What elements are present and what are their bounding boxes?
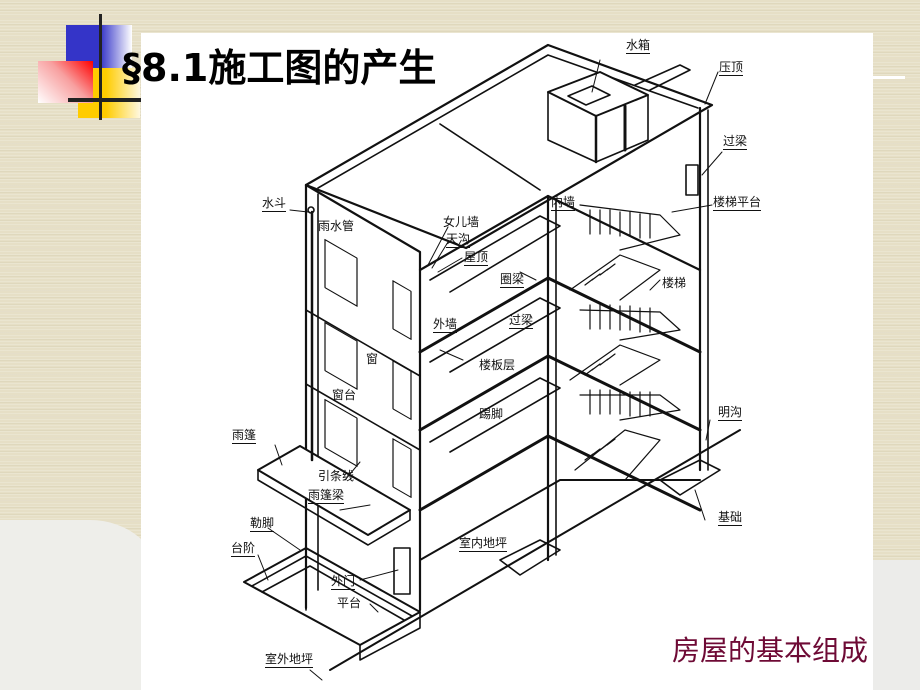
label-roof: 屋顶: [464, 250, 489, 266]
label-lintel-top: 过梁: [723, 134, 748, 150]
label-outdoor-ground: 室外地坪: [265, 652, 314, 668]
diagram-caption: 房屋的基本组成: [672, 634, 869, 667]
label-lintel-mid: 过梁: [509, 313, 534, 329]
label-coping: 压顶: [719, 60, 744, 76]
label-water-tank: 水箱: [626, 38, 651, 54]
label-indoor-floor: 室内地坪: [459, 536, 508, 552]
label-parapet: 女儿墙: [443, 215, 480, 229]
label-skirting: 踢脚: [479, 407, 504, 421]
label-platform: 平台: [337, 596, 362, 610]
label-inner-wall: 内墙: [551, 195, 576, 211]
logo-red-square: [38, 61, 93, 103]
logo-horizontal-line: [68, 98, 142, 102]
label-gutter: 天沟: [446, 232, 471, 248]
label-outer-door: 外门: [331, 574, 356, 590]
title-rule: [873, 76, 905, 79]
building-drawing: [243, 43, 741, 681]
label-downpipe: 雨水管: [318, 219, 355, 233]
label-window-sill: 窗台: [332, 388, 357, 402]
label-canopy-beam: 雨篷梁: [308, 488, 345, 504]
slide-title: §8.1施工图的产生: [122, 46, 437, 90]
label-window: 窗: [366, 352, 379, 366]
label-outer-wall: 外墙: [433, 317, 458, 333]
label-rain-hopper: 水斗: [262, 196, 287, 212]
label-stairs: 楼梯: [662, 276, 687, 290]
label-canopy: 雨篷: [232, 428, 257, 444]
label-foundation: 基础: [718, 510, 743, 526]
logo-vertical-line: [99, 14, 102, 120]
label-stair-landing: 楼梯平台: [713, 195, 762, 211]
label-open-drain: 明沟: [718, 405, 743, 421]
background-cloth-left: [0, 520, 160, 690]
label-drip-line: 引条线: [318, 469, 355, 483]
label-plinth: 勒脚: [250, 516, 275, 532]
decorative-logo: [0, 0, 150, 125]
label-ring-beam: 圈梁: [500, 272, 525, 288]
background-cloth-right: [873, 560, 920, 690]
label-steps: 台阶: [231, 541, 256, 557]
label-floor-slab: 楼板层: [479, 358, 516, 372]
